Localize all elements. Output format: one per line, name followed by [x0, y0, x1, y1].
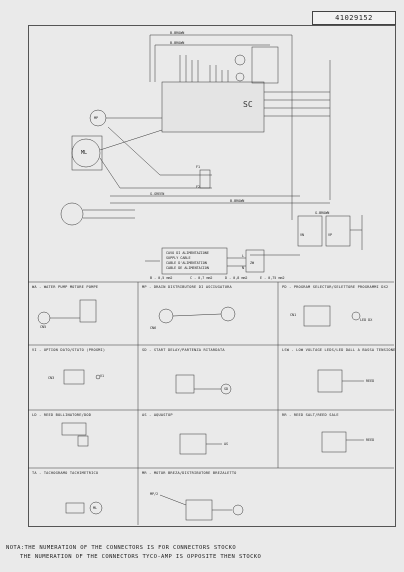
- supply-label: CABLE DE ALIMENTACION: [166, 266, 209, 270]
- diagram-frame: [28, 25, 396, 527]
- controller-board: [161, 81, 265, 133]
- v1-label: V1: [100, 374, 105, 378]
- supply-label: SUPPLY CABLE: [166, 256, 191, 260]
- wire-label: B-BROWN: [170, 31, 185, 35]
- fuse-block: [199, 169, 211, 189]
- cell-title: MR - MOTOR BREZA/DISTRIBUTORE BREZALETTO: [142, 471, 237, 475]
- plug-label: ZW: [250, 261, 255, 265]
- switch-label-vp: VP: [328, 233, 333, 237]
- footnote: NOTA:THE NUMERATION OF THE CONNECTORS IS…: [6, 545, 237, 551]
- switch-label-vn: VN: [300, 233, 305, 237]
- cable-legend: B - 0,5 mm2: [150, 276, 173, 280]
- cable-legend: E - 0,75 mm2: [260, 276, 285, 280]
- reed-label: REED: [366, 379, 375, 383]
- plug-label-n: N: [242, 266, 245, 270]
- as-label: AS: [224, 442, 229, 446]
- wire-label: B-BROWN: [170, 41, 185, 45]
- cable-legend: D - 0,8 mm2: [225, 276, 248, 280]
- cell-title: MP - DRAIN DISTRIBUTORE DI ASCIUGATURA: [142, 285, 232, 289]
- cell-title: AS - AQUASTOP: [142, 413, 173, 417]
- connector-label: CN3: [48, 376, 55, 380]
- ml-label: ML: [93, 506, 98, 510]
- cell-title: VI - OPTION DATO/STATO (PROGMI): [32, 348, 106, 352]
- connector-label: CN6: [150, 326, 157, 330]
- reed-label: REED: [366, 438, 375, 442]
- led-label: LED DX: [360, 318, 373, 322]
- pump-label: MP: [94, 116, 99, 120]
- wire-label: G-GREEN: [150, 192, 165, 196]
- wire-label: B-BROWN: [230, 199, 245, 203]
- cell-title: SD - START DELAY/PARTENZA RITARDATA: [142, 348, 225, 352]
- selector-symbol: [60, 202, 84, 226]
- footnote: THE NUMERATION OF THE CONNECTORS TYCO-AM…: [20, 554, 262, 560]
- cable-legend: C - 0,7 mm2: [190, 276, 213, 280]
- cell-title: WA - WATER PUMP MOTORE POMPE: [32, 285, 99, 289]
- plug-label-l: L: [242, 254, 245, 258]
- cell-title: PD - PROGRAM SELECTOR/SELETTORE PROGRAMM…: [282, 285, 389, 289]
- motor-label: ML: [81, 150, 88, 156]
- mp-label: MP/2: [150, 492, 159, 496]
- connector-label: CN5: [40, 325, 47, 329]
- fuse-label-1: F1: [196, 165, 201, 169]
- fuse-label-2: F2: [196, 185, 201, 189]
- cell-title: RR - REED SALT/REED SALE: [282, 413, 339, 417]
- sd-label: SD: [224, 387, 229, 391]
- document-number: 41029152: [312, 11, 396, 25]
- supply-label: CAVO DI ALIMENTAZIONE: [166, 251, 209, 255]
- supply-label: CABLE D'ALIMENTATION: [166, 261, 207, 265]
- cell-title: LD - REED BOLLINATORE/DOD: [32, 413, 92, 417]
- cell-title: TA - TACHOGRAMO TACHIMETRICO: [32, 471, 99, 475]
- cell-title: LSW - LOW VOLTAGE LEDS/LED DALL A BASSA …: [282, 348, 396, 352]
- controller-label: SC: [243, 100, 253, 109]
- wire-label: G-BROWN: [315, 211, 330, 215]
- connector-label: CN1: [290, 313, 297, 317]
